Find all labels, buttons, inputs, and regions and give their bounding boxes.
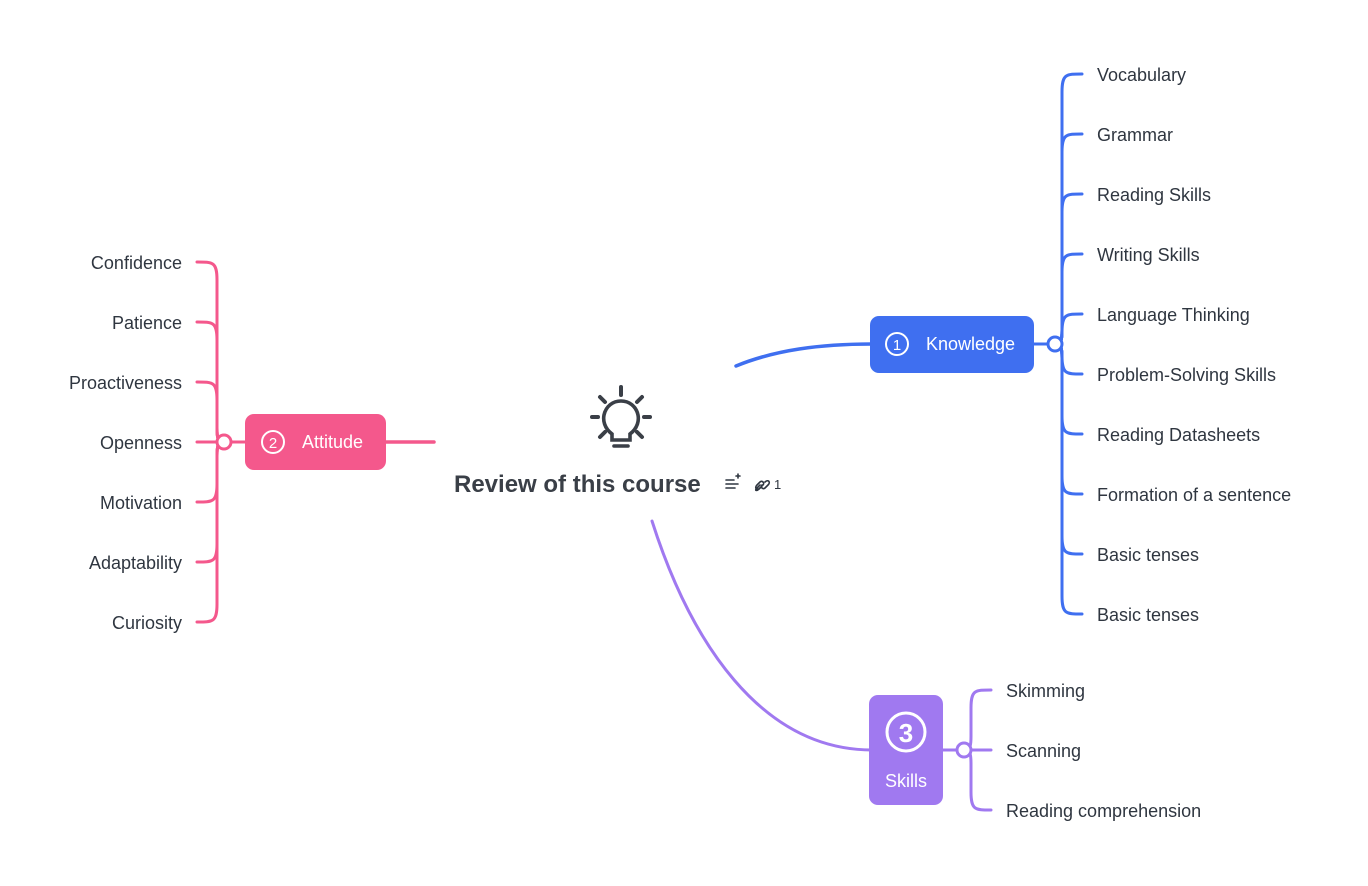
leaf-problem-solving-skills[interactable]: Problem-Solving Skills	[1097, 365, 1276, 385]
skills-leaves: Skimming Scanning Reading comprehension	[1006, 681, 1201, 821]
connector-center-skills	[650, 519, 874, 752]
knowledge-connector-7	[1053, 342, 1084, 436]
knowledge-collapse-toggle[interactable]	[1046, 335, 1064, 353]
central-topic-title: Review of this course	[454, 471, 701, 498]
leaf-reading-datasheets[interactable]: Reading Datasheets	[1097, 425, 1260, 445]
knowledge-connector-10	[1053, 342, 1084, 616]
attitude-connector-3	[195, 380, 226, 444]
branch-skills[interactable]: 3 Skills	[869, 695, 943, 805]
leaf-vocabulary[interactable]: Vocabulary	[1097, 65, 1186, 85]
connector-center-knowledge	[734, 342, 874, 368]
leaf-language-thinking[interactable]: Language Thinking	[1097, 305, 1250, 325]
attitude-connector-1	[195, 260, 226, 444]
leaf-motivation[interactable]: Motivation	[100, 493, 182, 513]
knowledge-connector-4	[1053, 252, 1084, 346]
lightbulb-icon	[590, 385, 652, 448]
leaf-scanning[interactable]: Scanning	[1006, 741, 1081, 761]
leaf-proactiveness[interactable]: Proactiveness	[69, 373, 182, 393]
leaf-formation-of-a-sentence[interactable]: Formation of a sentence	[1097, 485, 1291, 505]
knowledge-connector-8	[1053, 342, 1084, 496]
notes-icon[interactable]	[725, 473, 741, 489]
branch-attitude-label: Attitude	[302, 432, 363, 452]
attitude-leaves: Confidence Patience Proactiveness Openne…	[69, 253, 182, 633]
attitude-connector-5	[195, 440, 226, 504]
knowledge-connector-9	[1053, 342, 1084, 556]
link-icon[interactable]	[754, 479, 771, 492]
leaf-confidence[interactable]: Confidence	[91, 253, 182, 273]
branch-knowledge-label: Knowledge	[926, 334, 1015, 354]
attitude-collapse-toggle[interactable]	[215, 433, 233, 451]
leaf-writing-skills[interactable]: Writing Skills	[1097, 245, 1200, 265]
leaf-basic-tenses-2[interactable]: Basic tenses	[1097, 605, 1199, 625]
leaf-adaptability[interactable]: Adaptability	[89, 553, 182, 573]
leaf-patience[interactable]: Patience	[112, 313, 182, 333]
branch-skills-label: Skills	[885, 771, 927, 791]
leaf-reading-skills[interactable]: Reading Skills	[1097, 185, 1211, 205]
branch-knowledge-number-badge	[885, 332, 909, 356]
leaf-grammar[interactable]: Grammar	[1097, 125, 1173, 145]
leaf-openness[interactable]: Openness	[100, 433, 182, 453]
branch-attitude-number-badge	[261, 430, 285, 454]
skills-connector-1	[962, 688, 993, 752]
branch-skills-number: 3	[899, 718, 913, 748]
knowledge-connector-3	[1053, 192, 1084, 346]
knowledge-connector-2	[1053, 132, 1084, 346]
branch-attitude-number: 2	[269, 435, 277, 452]
knowledge-leaves: Vocabulary Grammar Reading Skills Writin…	[1097, 65, 1291, 625]
branch-skills-number-badge	[885, 711, 927, 753]
leaf-curiosity[interactable]: Curiosity	[112, 613, 182, 633]
knowledge-connector-1	[1053, 72, 1084, 346]
leaf-skimming[interactable]: Skimming	[1006, 681, 1085, 701]
leaf-reading-comprehension[interactable]: Reading comprehension	[1006, 801, 1201, 821]
leaf-basic-tenses[interactable]: Basic tenses	[1097, 545, 1199, 565]
central-topic[interactable]: Review of this course 1	[454, 385, 781, 498]
branch-knowledge[interactable]: 1 Knowledge	[870, 316, 1034, 373]
attitude-connector-7	[195, 440, 226, 624]
branch-attitude-box[interactable]	[245, 414, 386, 470]
skills-connector-3	[962, 748, 993, 812]
skills-collapse-toggle[interactable]	[955, 741, 973, 759]
branch-knowledge-number: 1	[893, 337, 901, 354]
branch-attitude[interactable]: 2 Attitude	[245, 414, 386, 470]
link-count: 1	[774, 477, 781, 492]
branch-knowledge-box[interactable]	[870, 316, 1034, 373]
